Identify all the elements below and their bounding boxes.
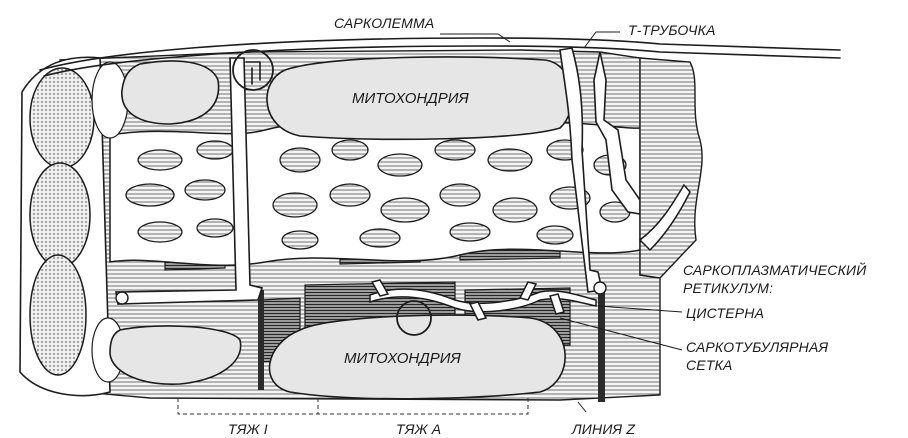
band-brackets	[178, 398, 528, 414]
label-band-i: ТЯЖ I	[228, 421, 268, 437]
label-mitochondrion-top: МИТОХОНДРИЯ	[352, 90, 470, 107]
label-sarcolemma: САРКОЛЕММА	[334, 15, 434, 31]
fiber-right-end	[640, 58, 702, 278]
label-sarcotubular-2: СЕТКА	[686, 357, 733, 373]
label-t-tubule: Т-ТРУБОЧКА	[628, 22, 716, 38]
label-mitochondrion-bottom: МИТОХОНДРИЯ	[344, 350, 462, 367]
label-cistern: ЦИСТЕРНА	[686, 305, 764, 321]
mitochondrion-left-top	[122, 61, 219, 124]
label-z-line: ЛИНИЯ Z	[571, 421, 635, 437]
label-band-a: ТЯЖ A	[396, 421, 441, 437]
label-sarcoplasmic-reticulum-1: САРКОПЛАЗМАТИЧЕСКИЙ	[683, 261, 867, 278]
label-sarcoplasmic-reticulum-2: РЕТИКУЛУМ:	[683, 280, 773, 296]
myofibril-cross-section-1	[30, 68, 94, 168]
myofibril-cross-section-2	[30, 163, 90, 267]
myofibril-cross-section-3	[30, 255, 86, 375]
label-sarcotubular-1: САРКОТУБУЛЯРНАЯ	[686, 339, 828, 355]
sarcoplasmic-reticulum-network	[110, 123, 640, 265]
